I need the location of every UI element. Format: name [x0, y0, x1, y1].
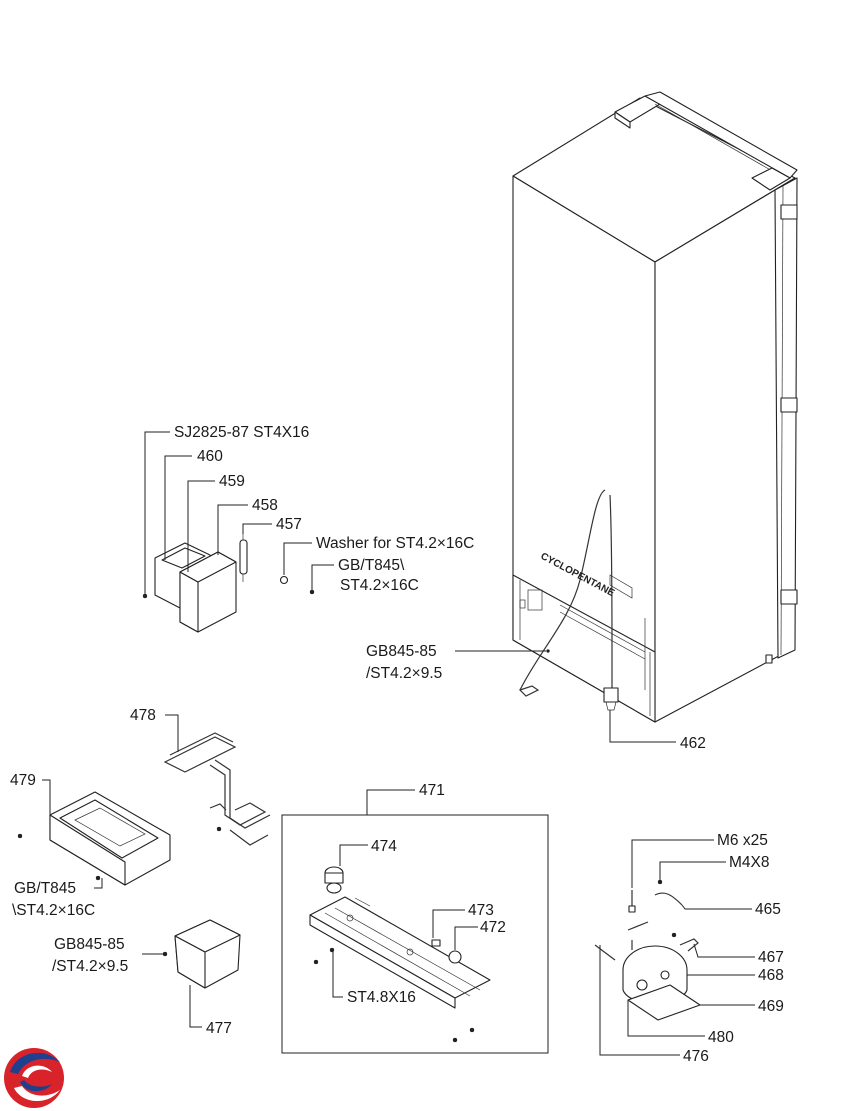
- box-477: [162, 919, 241, 989]
- label-st48: ST4.8X16: [347, 989, 416, 1006]
- label-468: 468: [758, 967, 784, 984]
- label-460: 460: [197, 448, 223, 465]
- compressor-468: [594, 879, 701, 1021]
- label-474: 474: [371, 838, 397, 855]
- leader-lines: [42, 431, 755, 1056]
- label-476: 476: [683, 1048, 709, 1065]
- refrigerator-cabinet: CYCLOPENTANE: [512, 91, 798, 723]
- label-473: 473: [468, 902, 494, 919]
- brand-logo-icon: [4, 1048, 64, 1108]
- label-477: 477: [206, 1020, 232, 1037]
- label-472: 472: [480, 919, 506, 936]
- label-gb845-2b: /ST4.2×9.5: [52, 958, 128, 975]
- label-washer: Washer for ST4.2×16C: [316, 535, 474, 552]
- label-467: 467: [758, 949, 784, 966]
- label-459: 459: [219, 473, 245, 490]
- label-m6: M6 x25: [717, 832, 768, 849]
- label-gbt845-2a: GB/T845: [14, 880, 76, 897]
- label-469: 469: [758, 998, 784, 1015]
- parts-group-upper-left: [142, 534, 315, 633]
- label-458: 458: [252, 497, 278, 514]
- label-sj2825: SJ2825-87 ST4X16: [174, 424, 309, 441]
- label-gbt845-1a: GB/T845\: [338, 557, 405, 574]
- label-gb845-1b: /ST4.2×9.5: [366, 665, 442, 682]
- label-m4: M4X8: [729, 854, 770, 871]
- label-480: 480: [708, 1029, 734, 1046]
- label-462: 462: [680, 735, 706, 752]
- tray-479: [17, 791, 171, 886]
- part-labels: SJ2825-87 ST4X16 460 459 458 457 Washer …: [10, 424, 784, 1065]
- box-471-frame: [281, 814, 549, 1054]
- label-457: 457: [276, 516, 302, 533]
- label-465: 465: [755, 901, 781, 918]
- heater-coil-478: [163, 732, 271, 846]
- label-gbt845-2b: \ST4.2×16C: [12, 902, 95, 919]
- label-gbt845-1b: ST4.2×16C: [340, 577, 419, 594]
- label-478: 478: [130, 707, 156, 724]
- label-gb845-2a: GB845-85: [54, 936, 125, 953]
- label-479: 479: [10, 772, 36, 789]
- label-471: 471: [419, 782, 445, 799]
- label-gb845-1a: GB845-85: [366, 643, 437, 660]
